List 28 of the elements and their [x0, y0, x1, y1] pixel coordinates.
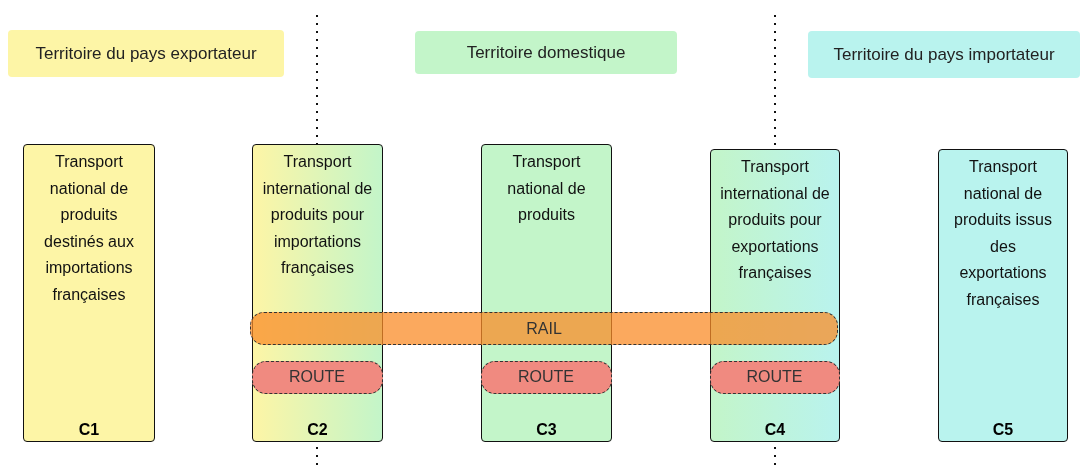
mode-band — [480, 360, 612, 394]
region-name: Territoire du pays importateur — [833, 44, 1055, 65]
column-box — [710, 149, 840, 442]
mode-band — [250, 312, 838, 345]
region-name: Territoire du pays exportateur — [35, 43, 257, 64]
region-label — [808, 31, 1080, 78]
column-code: C5 — [991, 421, 1015, 439]
column-description: Transport international de produits pour importations françaises — [261, 152, 374, 278]
column-code: C4 — [763, 421, 787, 439]
region-label — [415, 31, 677, 74]
column-code: C1 — [77, 421, 101, 439]
column-box — [481, 144, 612, 442]
mode-name: RAIL — [526, 319, 562, 338]
column-code: C2 — [306, 421, 329, 439]
column-description: Transport international de produits pour exportations françaises — [719, 157, 831, 283]
mode-name: ROUTE — [746, 368, 803, 386]
mode-band — [251, 360, 383, 394]
column-box — [23, 144, 155, 442]
column-description: Transport national de produits issus des exportations françaises — [953, 157, 1053, 310]
column-code: C3 — [535, 421, 558, 439]
column-description: Transport national de produits destinés aux importations françaises — [43, 152, 135, 305]
mode-band — [709, 360, 840, 394]
column-box — [938, 149, 1068, 442]
region-label — [8, 30, 284, 77]
column-description: Transport national de produits — [506, 152, 587, 225]
mode-name: ROUTE — [518, 368, 574, 386]
mode-name: ROUTE — [289, 368, 345, 386]
region-name: Territoire domestique — [466, 42, 626, 63]
